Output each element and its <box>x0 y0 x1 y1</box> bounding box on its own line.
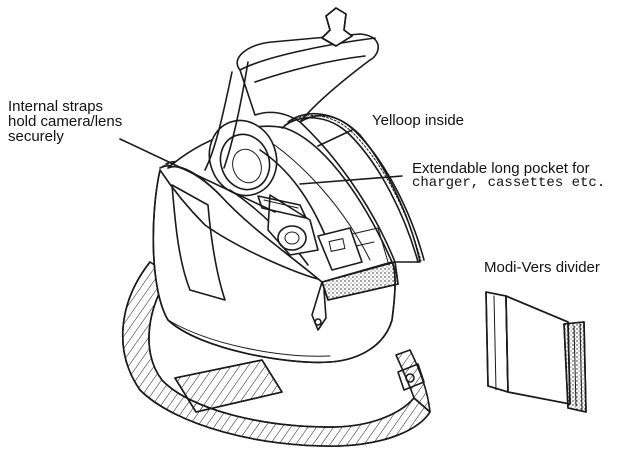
divider-illustration <box>485 291 587 413</box>
label-internal-straps-line1: Internal straps <box>8 98 104 115</box>
label-pocket: Extendable long pocket for charger, cass… <box>412 161 605 191</box>
label-pocket-line2: charger, cassettes etc. <box>412 175 606 191</box>
label-internal-straps-line3: securely <box>8 128 64 145</box>
leader-lines <box>119 129 403 213</box>
leader-yelloop <box>317 129 353 147</box>
label-divider: Modi-Vers divider <box>484 259 600 276</box>
label-internal-straps: Internal straps hold camera/lens securel… <box>8 99 122 144</box>
leader-internal-straps <box>119 138 276 213</box>
label-yelloop: Yelloop inside <box>372 112 465 129</box>
label-internal-straps-line2: hold camera/lens <box>8 113 123 130</box>
shoulder-strap <box>122 261 431 447</box>
label-pocket-line1: Extendable long pocket for <box>412 160 590 177</box>
camera-lens <box>208 119 363 271</box>
bag-body <box>152 169 396 364</box>
leader-pocket <box>299 175 403 185</box>
bag-lid <box>204 7 425 263</box>
